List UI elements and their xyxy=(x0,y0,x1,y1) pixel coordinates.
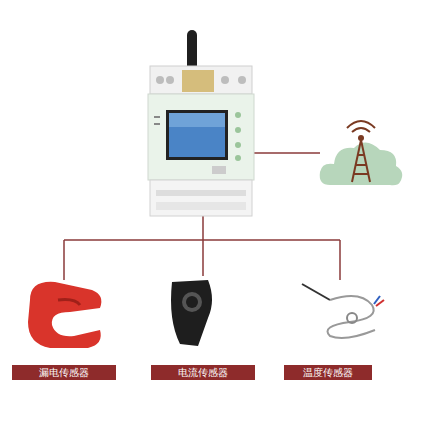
label-bar: 漏电传感器 xyxy=(12,365,116,380)
label-bar: 电流传感器 xyxy=(151,365,255,380)
sensor-label: 电流传感器 xyxy=(178,367,228,379)
cloud-tower-icon xyxy=(320,121,403,185)
temperature-sensor xyxy=(302,284,384,338)
monitor-device xyxy=(148,30,254,216)
leakage-sensor xyxy=(28,282,101,348)
current-sensor xyxy=(171,280,212,346)
label-bar: 温度传感器 xyxy=(284,365,372,380)
sensor-label: 漏电传感器 xyxy=(39,367,89,379)
sensor-label: 温度传感器 xyxy=(303,367,353,379)
